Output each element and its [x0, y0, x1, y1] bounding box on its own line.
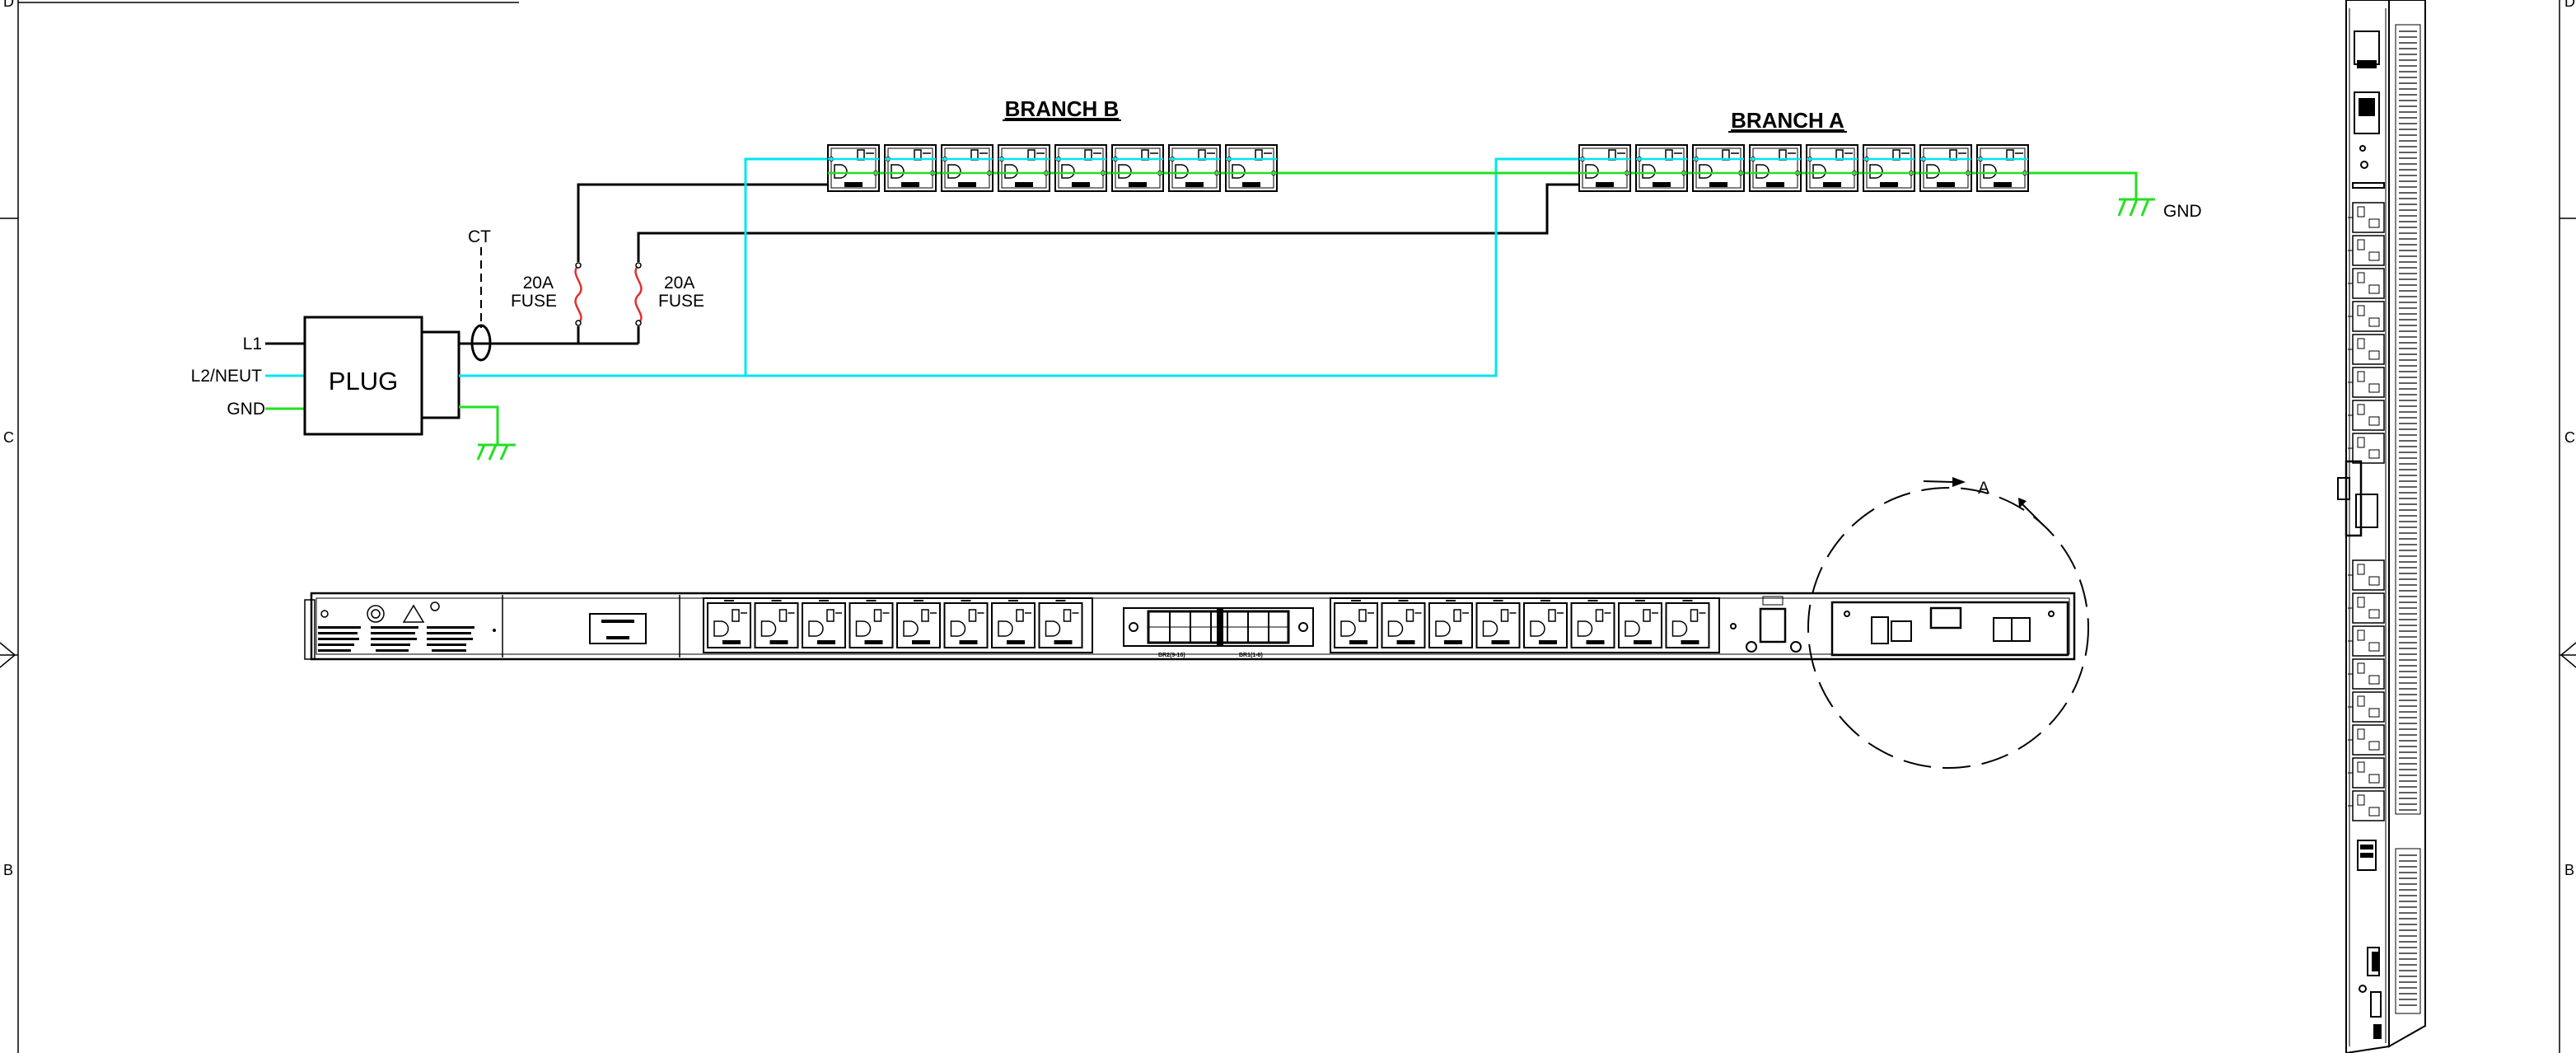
branch-b-outlet-3 [941, 144, 993, 192]
side-outlets-lower-6 [2348, 724, 2385, 756]
wiring-schematic: L1 L2/NEUT GND PLUG CT [191, 96, 2202, 461]
side-outlets-lower-2 [2348, 592, 2385, 624]
side-outlets-lower-5 [2348, 691, 2385, 723]
side-outlets-lower-8 [2348, 790, 2385, 821]
chassis-ground-icon [2117, 198, 2155, 217]
branch-a-outlet-2 [1635, 144, 1688, 192]
branch-a-outlet-7 [1919, 144, 1972, 192]
border-letter-c-right: C [2564, 429, 2575, 446]
fuse-2-name: FUSE [658, 292, 704, 311]
front-right-outlet-7 [1618, 600, 1662, 648]
side-outlets-lower-4 [2348, 658, 2385, 690]
breaker-label-br2: BR2(9-16) [1158, 653, 1185, 658]
ct-label: CT [468, 227, 491, 246]
branch-b-outlet-6 [1111, 144, 1164, 192]
front-left-outlet-8 [1038, 600, 1083, 648]
fuse-1-name: FUSE [511, 292, 557, 311]
branch-a-outlet-8 [1976, 144, 2029, 192]
side-outlets-lower-7 [2348, 757, 2385, 789]
side-outlets-upper-8 [2348, 433, 2385, 464]
input-l2-neut-label: L2/NEUT [191, 367, 263, 386]
front-right-outlet-3 [1428, 600, 1473, 648]
front-left-outlet-1 [707, 600, 751, 648]
branch-b-title: BRANCH B [1005, 96, 1120, 121]
branch-b-outlet-5 [1054, 144, 1107, 192]
detail-a-label: A [1978, 479, 1989, 498]
branch-a-outlet-4 [1749, 144, 1802, 192]
side-outlets-upper-6 [2348, 367, 2385, 398]
front-right-outlet-4 [1475, 600, 1521, 648]
front-left-outlet-6 [943, 600, 989, 648]
branch-a-outlet-5 [1806, 144, 1858, 192]
fuse-2-symbol [633, 262, 643, 326]
branch-b-outlet-2 [884, 144, 937, 192]
branch-b-outlet-8 [1225, 144, 1278, 192]
branch-a-outlet-3 [1692, 144, 1745, 192]
front-right-outlet-2 [1381, 600, 1426, 648]
branch-a-outlet-1 [1578, 144, 1631, 192]
pdu-left-end-panel [304, 595, 680, 660]
front-right-outlet-6 [1570, 600, 1615, 648]
side-vent-grille-upper [2395, 24, 2421, 815]
border-letter-b-left: B [3, 862, 13, 878]
pdu-front-view: BR2(9-16) BR1(1-8) A [304, 477, 2089, 769]
side-vent-grille-lower [2395, 848, 2421, 1014]
detail-a-circle [1807, 487, 2089, 769]
front-right-outlet-1 [1334, 600, 1378, 648]
border-letter-c-left: C [3, 429, 14, 446]
plug-connector [420, 330, 461, 419]
branch-a-title: BRANCH A [1731, 108, 1844, 133]
front-left-outlet-7 [991, 600, 1036, 648]
chassis-ground-label: GND [2163, 202, 2202, 221]
fuse-1-symbol [573, 262, 583, 326]
side-outlets-upper-4 [2348, 301, 2385, 332]
controller-module [1730, 596, 2069, 657]
side-outlets-upper-1 [2348, 202, 2385, 233]
outlet-bank-right [1330, 597, 1720, 653]
fuse-1-rating: 20A [523, 274, 554, 292]
outlet-bank-left [703, 597, 1093, 653]
breaker-label-br1: BR1(1-8) [1239, 653, 1263, 658]
side-outlets-upper-7 [2348, 400, 2385, 431]
side-outlets-lower [2348, 559, 2385, 821]
border-letter-d-left: D [3, 0, 14, 10]
side-outlets-upper-5 [2348, 334, 2385, 365]
circuit-breaker-module [1123, 607, 1314, 647]
front-right-outlet-8 [1665, 600, 1710, 648]
front-left-outlet-3 [802, 600, 846, 648]
front-right-outlet-5 [1523, 600, 1568, 648]
branch-b-outlets [827, 144, 1278, 192]
side-vent-slots [2399, 30, 2417, 1006]
branch-a-outlets [1578, 144, 2029, 192]
front-right-outlets [1334, 600, 1710, 648]
input-gnd-label: GND [227, 400, 265, 419]
plug-ground-icon [476, 443, 516, 461]
front-left-outlet-4 [849, 600, 894, 648]
side-outlets-upper-2 [2348, 235, 2385, 266]
front-left-outlet-2 [754, 600, 799, 648]
branch-b-outlet-1 [827, 144, 880, 192]
pdu-side-view [2337, 0, 2426, 1053]
pdu-warning-text-blocks [318, 626, 475, 652]
side-outlets-upper-3 [2348, 268, 2385, 299]
input-l1-label: L1 [243, 335, 262, 353]
border-letter-d-right: D [2564, 0, 2575, 10]
side-outlets-lower-1 [2348, 559, 2385, 591]
side-outlets-upper [2348, 202, 2385, 464]
border-letter-b-right: B [2564, 862, 2574, 878]
side-outlets-lower-3 [2348, 625, 2385, 657]
branch-a-outlet-6 [1863, 144, 1915, 192]
branch-b-outlet-4 [998, 144, 1050, 192]
branch-b-outlet-7 [1168, 144, 1221, 192]
plug-label: PLUG [329, 367, 398, 395]
front-left-outlet-5 [896, 600, 941, 648]
fuse-2-rating: 20A [664, 274, 694, 292]
front-left-outlets [707, 600, 1083, 648]
